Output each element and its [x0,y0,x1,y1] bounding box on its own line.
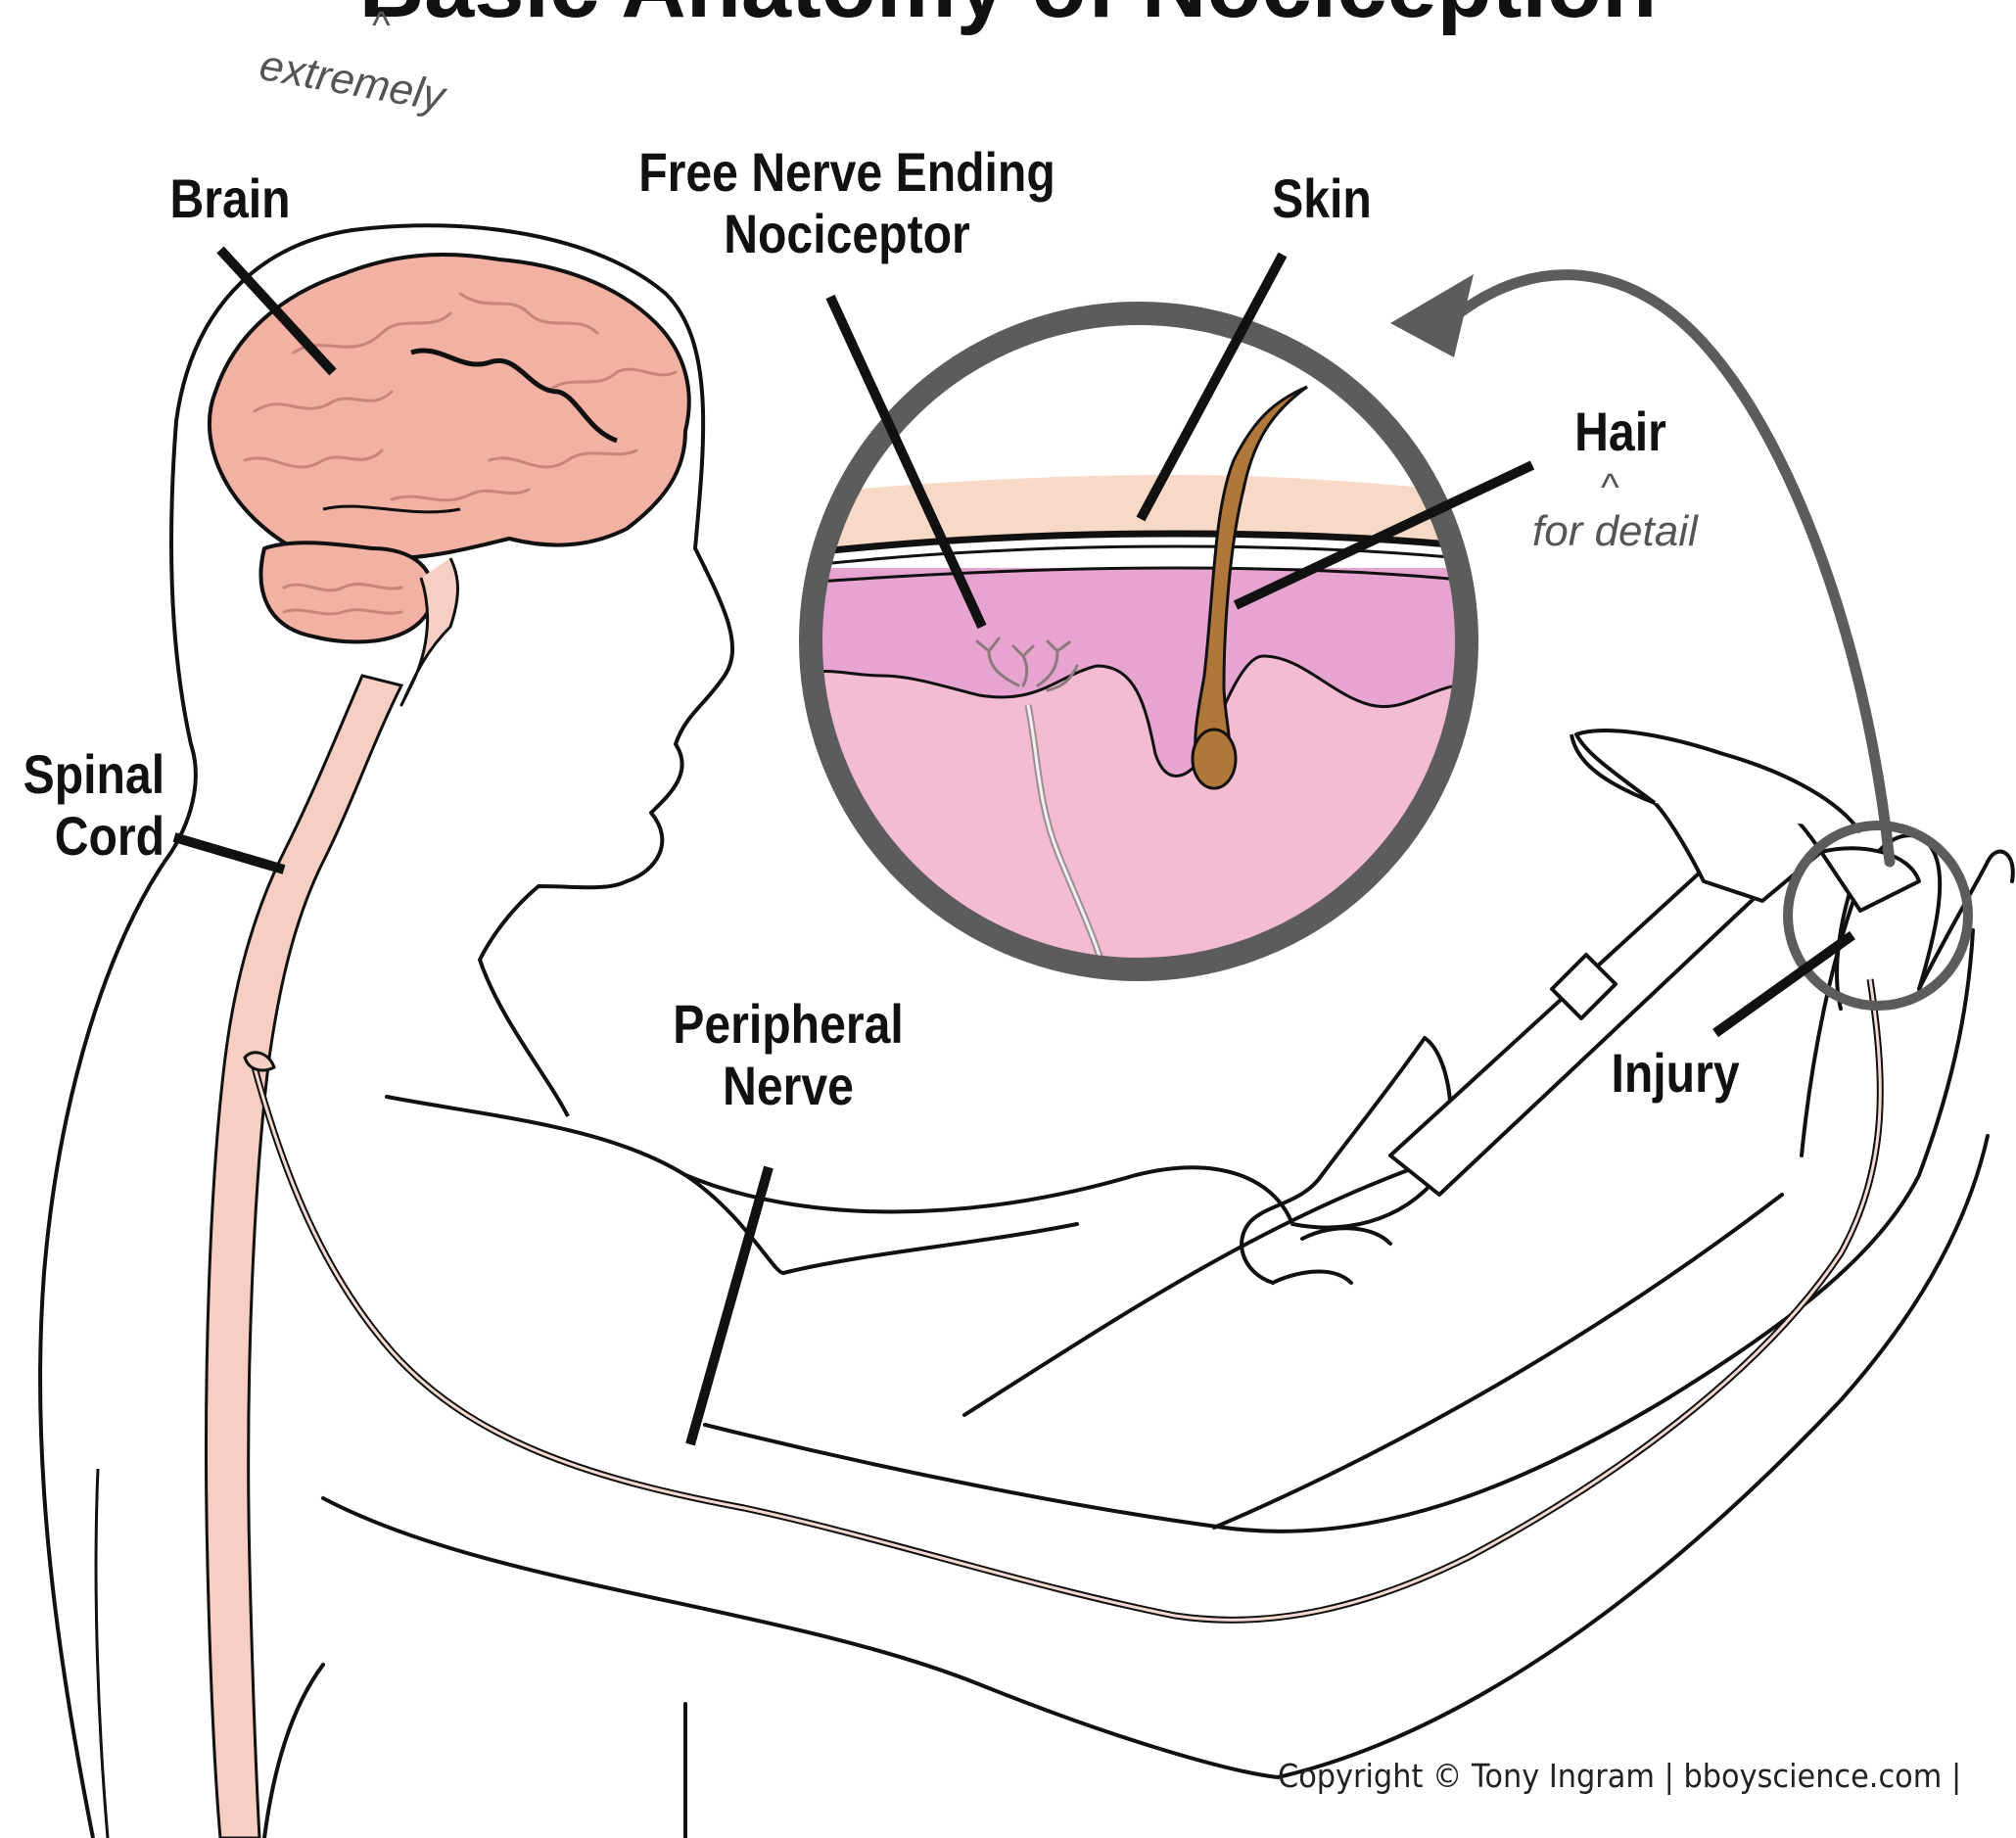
body-outline [264,1097,1278,1838]
annotation-for-detail: for detail [1532,507,1698,556]
label-brain: Brain [150,168,309,230]
spinal-cord-leader [174,837,284,870]
annotation-caret-icon: ^ [1601,466,1619,510]
label-spinal-cord: Spinal Cord [22,744,164,867]
diagram-title: Basic Anatomy of Nociception [0,0,2016,38]
arrow-head-icon [1390,274,1474,357]
label-hair: Hair [1566,401,1675,463]
peripheral-nerve-leader [690,1167,769,1444]
spinal-cord [207,676,401,1838]
label-peripheral-nerve: Peripheral Nerve [671,994,907,1116]
hammer [1390,730,1919,1195]
label-free-nerve-ending: Free Nerve Ending Nociceptor [607,142,1087,264]
label-skin: Skin [1259,168,1385,230]
label-injury: Injury [1612,1043,1738,1105]
copyright-text: Copyright © Tony Ingram | bboyscience.co… [1278,1757,1961,1795]
injury-leader [1715,935,1852,1033]
annotation-caret-icon: ^ [372,4,391,48]
skin-magnifier [803,313,1488,979]
